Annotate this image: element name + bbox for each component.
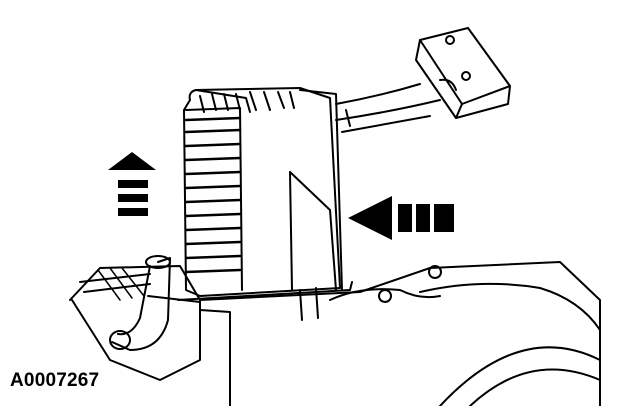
- evaporator-core: [177, 87, 353, 321]
- block-fitting: [415, 27, 511, 119]
- blower-housing: [69, 261, 601, 406]
- arrow-left-icon: [348, 196, 454, 240]
- arrow-up-icon: [108, 152, 156, 216]
- drain-hose: [109, 255, 201, 351]
- refrigerant-lines: [335, 83, 441, 133]
- figure-reference-id: A0007267: [10, 370, 100, 391]
